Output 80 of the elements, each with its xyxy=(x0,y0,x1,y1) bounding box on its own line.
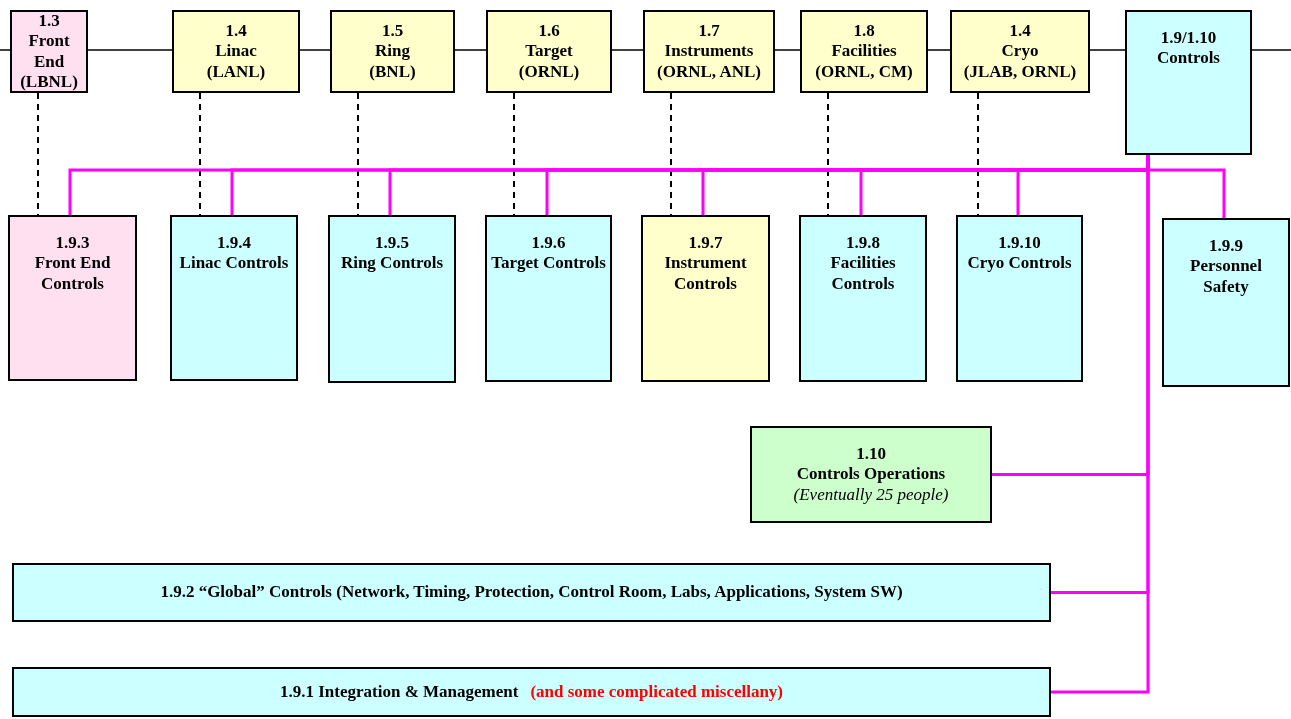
process-box xyxy=(1162,218,1290,387)
node-label: Linac xyxy=(215,41,257,62)
node-number: 1.7 xyxy=(698,20,720,42)
node-label: (LBNL) xyxy=(20,71,78,93)
node-label: Controls xyxy=(1157,48,1220,69)
node-number: 1.8 xyxy=(853,20,875,42)
dashed-connector xyxy=(670,92,672,216)
connector-line xyxy=(1251,49,1291,51)
process-box xyxy=(641,215,770,382)
process-box xyxy=(485,215,612,382)
process-box xyxy=(12,563,1051,622)
dashed-connector xyxy=(513,92,515,216)
node-label: (JLAB, ORNL) xyxy=(963,61,1077,83)
node-label: Ring xyxy=(375,41,410,62)
process-box xyxy=(643,10,775,93)
node-number: 1.5 xyxy=(381,20,404,42)
node-number: 1.9.5 xyxy=(375,233,409,254)
node-label: (ORNL, ANL) xyxy=(657,61,761,83)
node-number: 1.10 xyxy=(856,443,886,465)
process-box xyxy=(1125,10,1252,155)
node-number: 1.9.9 xyxy=(1209,236,1243,257)
dashed-connector xyxy=(827,92,829,216)
connector-line xyxy=(611,49,644,51)
node-label: Ring Controls xyxy=(340,253,444,274)
process-box xyxy=(956,215,1083,382)
process-box xyxy=(800,10,928,93)
node-label: Front End Controls xyxy=(33,253,112,295)
node-number: 1.9.3 xyxy=(55,233,90,254)
node-label: (BNL) xyxy=(369,61,416,83)
process-box xyxy=(799,215,927,382)
node-number: 1.9.6 xyxy=(531,233,566,254)
node-number: 1.6 xyxy=(538,20,560,42)
connector-line xyxy=(774,49,801,51)
node-label: Controls Operations xyxy=(796,464,946,485)
node-label: Facilities xyxy=(831,41,897,62)
note-text: (and some complicated miscellany) xyxy=(530,681,784,703)
node-label: Instrument Controls xyxy=(663,253,748,295)
node-number: 1.9.2 “Global” Controls (Network, Timing, Protection, Control Room, Labs, Applications, System SW) xyxy=(160,582,903,603)
node-label: Instruments xyxy=(664,41,754,62)
node-number: 1.9.7 xyxy=(688,233,723,254)
connector-line xyxy=(454,49,487,51)
process-box xyxy=(486,10,612,93)
node-label: Cryo xyxy=(1001,41,1039,62)
connector-line xyxy=(0,49,11,51)
process-box xyxy=(950,10,1090,93)
dashed-connector xyxy=(37,92,39,216)
connector-line xyxy=(299,49,331,51)
node-number: 1.9.1 Integration & Management xyxy=(279,681,519,703)
node-number: 1.4 xyxy=(225,20,247,42)
dashed-connector xyxy=(199,92,201,216)
process-box xyxy=(8,215,137,381)
node-label: Personnel Safety xyxy=(1189,256,1263,298)
node-number: 1.3 xyxy=(38,10,60,32)
node-label: (LANL) xyxy=(206,61,266,83)
dashed-connector xyxy=(357,92,359,216)
process-box xyxy=(10,10,88,93)
node-number: 1.9.10 xyxy=(998,233,1041,254)
process-box xyxy=(750,426,992,523)
node-label: Facilities Controls xyxy=(829,253,897,295)
node-number: 1.4 xyxy=(1009,20,1031,42)
node-number: 1.9.8 xyxy=(846,233,880,254)
connector-line xyxy=(927,49,951,51)
process-box xyxy=(170,215,298,381)
connector-line xyxy=(87,49,173,51)
node-label: Front End xyxy=(27,31,71,72)
node-number: 1.9.4 xyxy=(217,233,251,254)
process-box xyxy=(12,667,1051,717)
connector-line xyxy=(1089,49,1126,51)
node-label: Linac Controls xyxy=(179,253,289,274)
node-label: Cryo Controls xyxy=(967,253,1072,274)
node-number: 1.9/1.10 xyxy=(1160,28,1217,49)
node-label: Target Controls xyxy=(491,253,606,274)
process-box xyxy=(172,10,300,93)
node-label: (ORNL) xyxy=(518,61,580,83)
process-box xyxy=(328,215,456,383)
node-label: Target xyxy=(525,41,573,62)
dashed-connector xyxy=(977,92,979,216)
node-label: (ORNL, CM) xyxy=(815,61,913,83)
note-text: (Eventually 25 people) xyxy=(793,484,949,506)
process-box xyxy=(330,10,455,93)
